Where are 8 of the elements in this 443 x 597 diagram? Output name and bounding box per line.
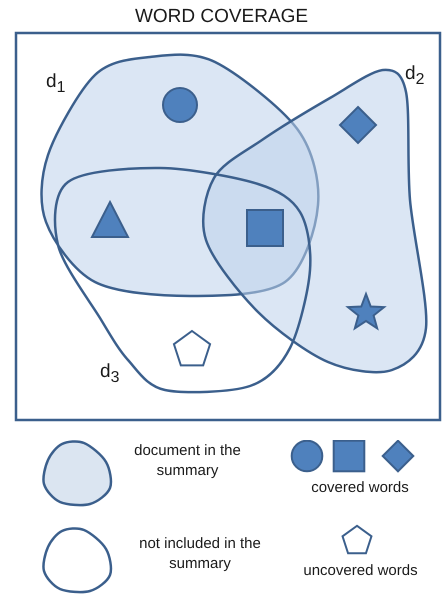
document-label: d$_{3}$ [100, 362, 120, 386]
legend-text: covered words [310, 478, 410, 498]
legend-text: not included in the summary [138, 534, 262, 573]
legend-text: uncovered words [302, 561, 419, 580]
legend-text: document in the summary [133, 441, 242, 480]
title: WORD COVERAGE [134, 6, 310, 28]
document-label: d$_{1}$ [46, 72, 66, 96]
document-label: d$_{2}$ [405, 64, 424, 88]
